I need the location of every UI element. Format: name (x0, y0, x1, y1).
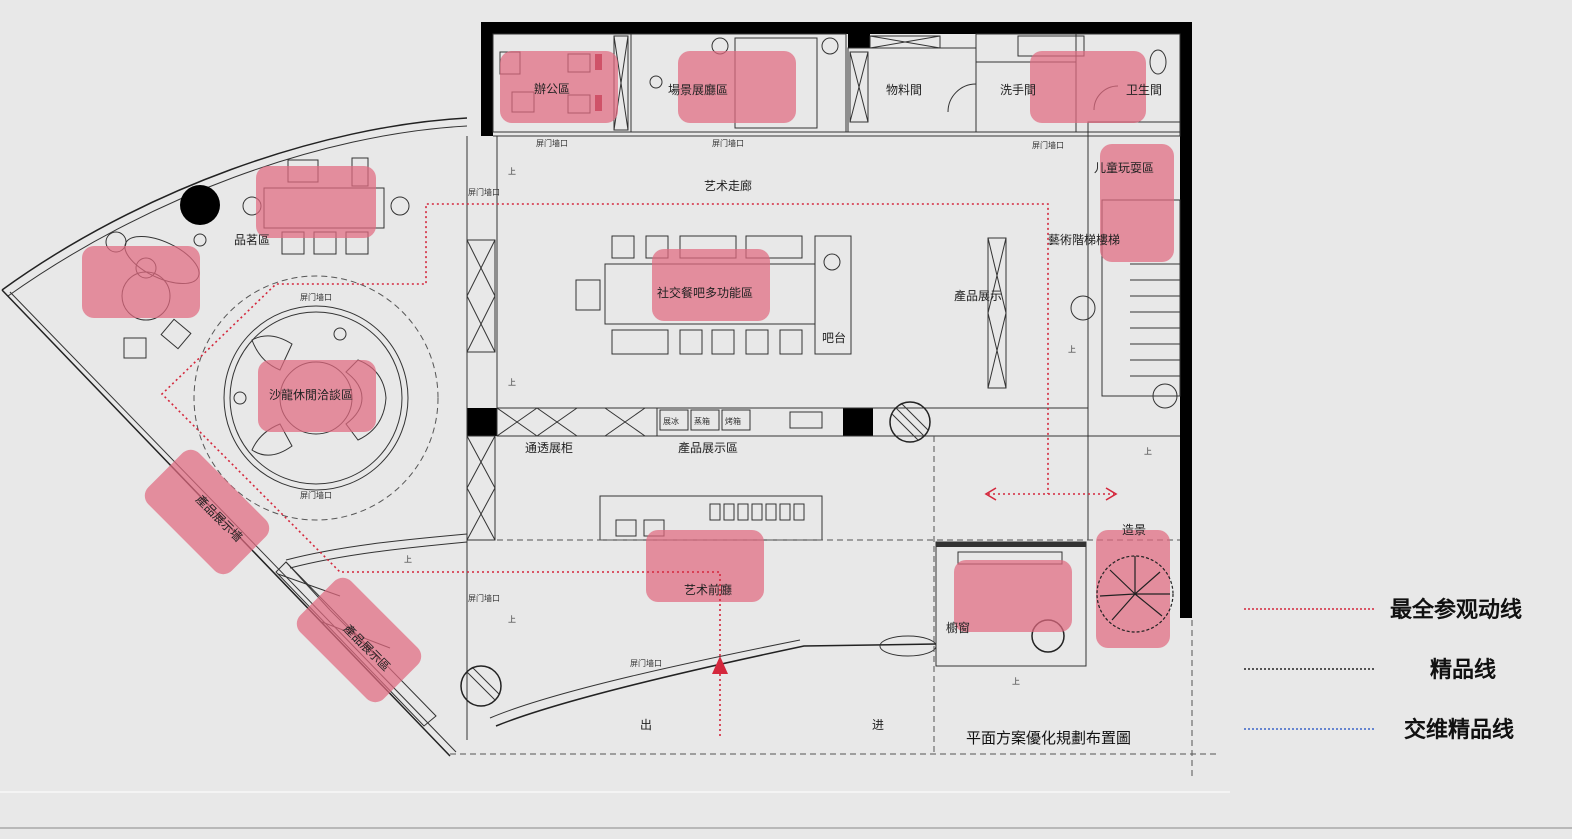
zone-social-bar-highlight (652, 249, 770, 321)
zone-landscape-highlight (1096, 530, 1170, 648)
zone-tea-highlight (256, 166, 376, 238)
label-product-display: 產品展示 (954, 288, 1002, 303)
label-showcase: 櫥窗 (946, 620, 970, 635)
label-storage: 物料間 (886, 83, 922, 97)
label-door-small: 屏门墙口 (536, 138, 568, 148)
label-door-small: 屏门墙口 (630, 658, 662, 668)
label-door-small: 屏门墙口 (712, 138, 744, 148)
zone-washroom-highlight (1030, 51, 1146, 123)
label-up: 上 (1012, 677, 1020, 686)
label-up: 上 (1068, 345, 1076, 354)
building-walls (467, 22, 1192, 618)
legend-label-full-route: 最全参观动线 (1390, 597, 1522, 623)
zone-salon-highlight (258, 360, 376, 432)
label-up: 上 (1144, 447, 1152, 456)
label-up: 上 (508, 615, 516, 624)
label-up: 上 (508, 378, 516, 387)
label-transparent-cabinet: 通透展柜 (525, 441, 573, 455)
route-start-arrow-icon (712, 656, 728, 674)
label-enter: 进 (872, 718, 884, 732)
zone-product-wall-1-highlight (144, 449, 270, 575)
label-product-display-area: 產品展示區 (678, 440, 738, 455)
label-door-small: 屏门墙口 (468, 593, 500, 603)
plan-title: 平面方案優化規劃布置圖 (966, 729, 1131, 747)
label-tea: 品茗區 (234, 233, 270, 247)
legend-label-boutique-line: 精品线 (1430, 657, 1496, 683)
label-scene-showroom: 場景展廳區 (668, 82, 728, 97)
label-art-stairs: 藝術階梯樓梯 (1048, 232, 1120, 247)
visit-route (160, 203, 1118, 736)
legend: 最全参观动线 精品线 交维精品线 (1244, 597, 1522, 743)
legend-item-full-route: 最全参观动线 (1244, 597, 1522, 623)
label-kids-play: 儿童玩耍區 (1094, 160, 1154, 175)
label-cab-3: 烤箱 (725, 416, 741, 426)
label-door-small: 屏门墙口 (300, 292, 332, 302)
label-bar: 吧台 (822, 330, 846, 345)
zone-product-wall-2-highlight (296, 577, 422, 703)
zone-lounge-highlight (82, 246, 200, 318)
legend-item-interactive-line: 交维精品线 (1244, 717, 1514, 743)
main-hall (450, 136, 1220, 780)
tree-icon (1096, 555, 1174, 633)
label-cab-2: 蒸箱 (694, 416, 710, 426)
zone-highlights (82, 51, 1174, 703)
label-hand-wash: 洗手間 (1000, 83, 1036, 97)
label-up: 上 (508, 167, 516, 176)
label-cab-1: 展冰 (663, 416, 679, 426)
zone-art-gallery-highlight (646, 530, 764, 602)
label-art-gallery: 艺术前廳 (684, 582, 732, 597)
label-exit: 出 (640, 718, 652, 732)
zone-office-highlight (500, 51, 618, 123)
legend-item-boutique-line: 精品线 (1244, 657, 1496, 683)
label-art-corridor: 艺术走廊 (704, 178, 752, 193)
zone-scene-showroom-highlight (678, 51, 796, 123)
label-door-small: 屏门墙口 (468, 187, 500, 197)
label-door-small: 屏门墙口 (1032, 140, 1064, 150)
label-salon: 沙龍休閒洽談區 (269, 387, 353, 402)
label-washroom: 卫生間 (1126, 83, 1162, 97)
label-landscape: 造景 (1122, 523, 1146, 537)
label-office: 辦公區 (534, 82, 570, 96)
zone-kids-play-highlight (1100, 144, 1174, 262)
legend-label-interactive-line: 交维精品线 (1404, 717, 1514, 743)
label-social-bar: 社交餐吧多功能區 (657, 285, 753, 300)
zone-showcase-highlight (954, 560, 1072, 632)
label-door-small: 屏门墙口 (300, 490, 332, 500)
label-up: 上 (404, 555, 412, 564)
